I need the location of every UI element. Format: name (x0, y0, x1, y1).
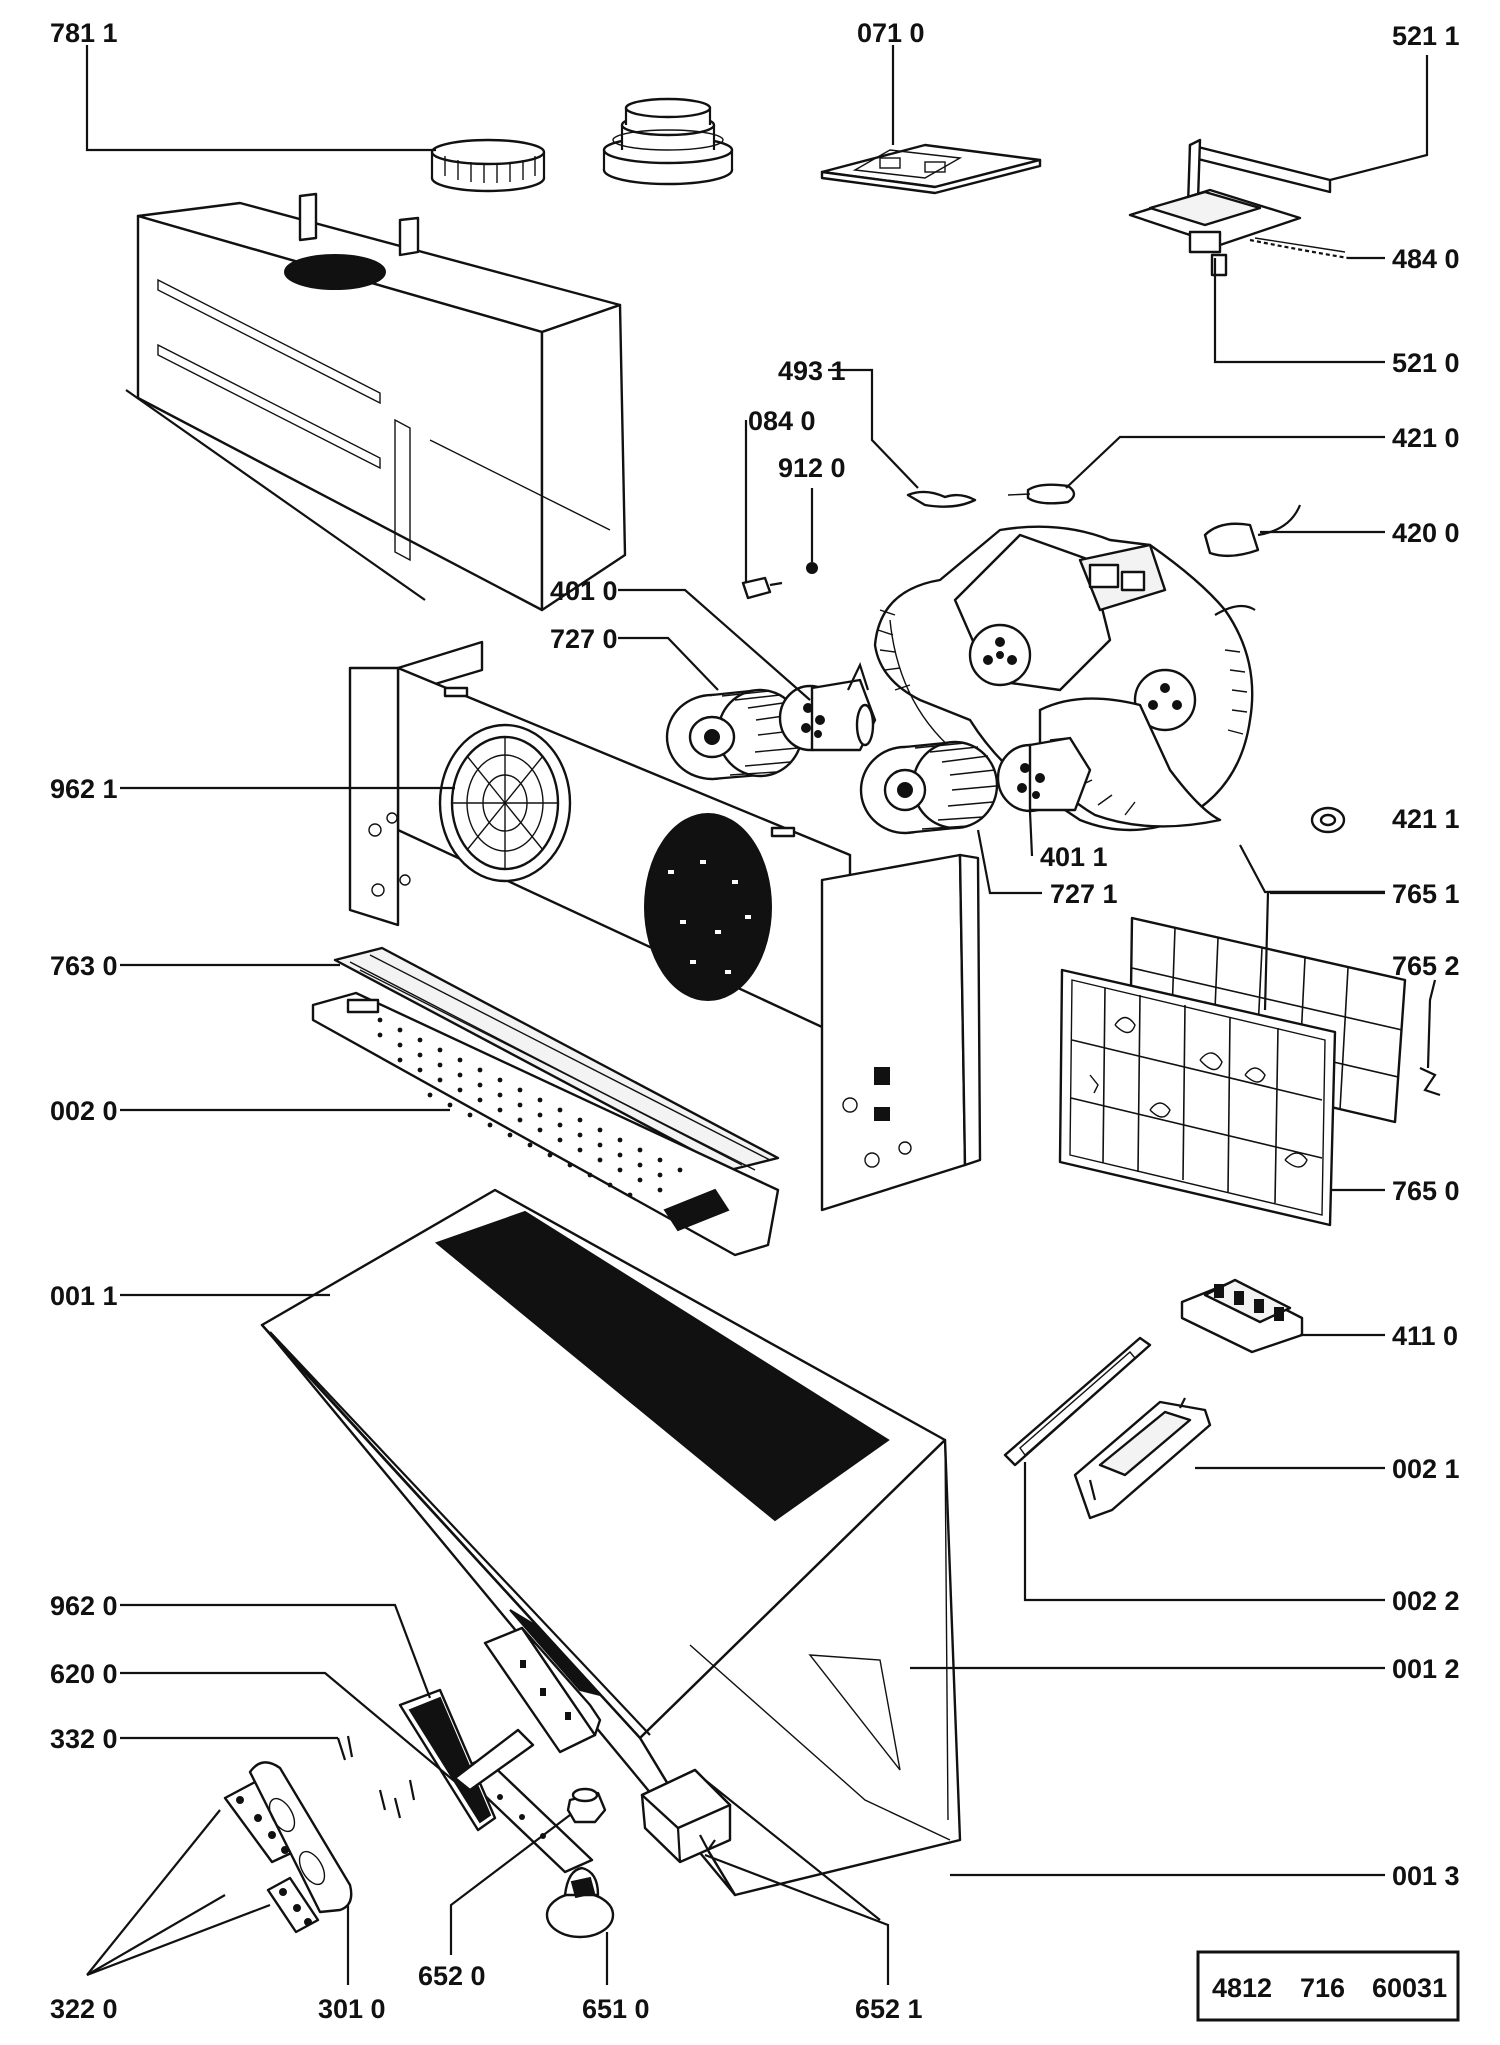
hood-body-part (260, 1188, 962, 1897)
label-521-0: 521 0 (1392, 348, 1460, 378)
label-322-0: 322 0 (50, 1994, 118, 2024)
terminal-block-part (1180, 1278, 1304, 1354)
rails-part (1003, 1336, 1212, 1520)
label-484-0: 484 0 (1392, 244, 1460, 274)
small-electrical-parts (741, 483, 1302, 600)
label-765-2: 765 2 (1392, 951, 1460, 981)
fan-panel-part (348, 640, 982, 1212)
label-421-1: 421 1 (1392, 804, 1460, 834)
label-652-1: 652 1 (855, 1994, 923, 2024)
label-962-0: 962 0 (50, 1591, 118, 1621)
label-071-0: 071 0 (857, 18, 925, 48)
label-727-0: 727 0 (550, 624, 618, 654)
small-ring-part (1310, 806, 1346, 834)
switch-assembly-part (1128, 138, 1349, 277)
label-001-2: 001 2 (1392, 1654, 1460, 1684)
label-411-0: 411 0 (1392, 1321, 1458, 1351)
upper-housing-part (125, 192, 627, 612)
label-421-0: 421 0 (1392, 423, 1460, 453)
label-763-0: 763 0 (50, 951, 118, 981)
label-727-1: 727 1 (1050, 879, 1118, 909)
stepped-collar-part (602, 97, 734, 186)
grease-filter-part (311, 946, 780, 1257)
label-002-2: 002 2 (1392, 1586, 1460, 1616)
knob-and-clips-part (545, 1768, 732, 1939)
document-code-box: 4812 716 60031 (1196, 1950, 1460, 2022)
collar-ring-part (430, 138, 546, 193)
label-401-1: 401 1 (1040, 842, 1108, 872)
mounting-brackets-part (223, 1761, 353, 1934)
doc-code-part-2: 716 (1300, 1973, 1345, 2003)
doc-code-part-1: 4812 (1212, 1973, 1272, 2003)
label-420-0: 420 0 (1392, 518, 1460, 548)
label-652-0: 652 0 (418, 1961, 486, 1991)
label-401-0: 401 0 (550, 576, 618, 606)
fan-wheel-and-motor-left (665, 662, 877, 781)
label-651-0: 651 0 (582, 1994, 650, 2024)
label-084-0: 084 0 (748, 406, 816, 436)
label-002-0: 002 0 (50, 1096, 118, 1126)
label-001-1: 001 1 (50, 1281, 118, 1311)
label-781-1: 781 1 (50, 18, 118, 48)
label-765-1: 765 1 (1392, 879, 1460, 909)
label-002-1: 002 1 (1392, 1454, 1460, 1484)
label-620-0: 620 0 (50, 1659, 118, 1689)
doc-code-part-3: 60031 (1372, 1973, 1447, 2003)
label-765-0: 765 0 (1392, 1176, 1460, 1206)
filter-panels-part (1058, 916, 1441, 1227)
label-912-0: 912 0 (778, 453, 846, 483)
label-332-0: 332 0 (50, 1724, 118, 1754)
part-labels: 781 1 071 0 521 1 484 0 521 0 493 1 084 … (50, 18, 1460, 2024)
leader-lines (85, 45, 1437, 1985)
control-panel-part (336, 1626, 602, 1874)
label-962-1: 962 1 (50, 774, 118, 804)
fan-wheel-and-motor-right (859, 736, 1092, 835)
label-521-1: 521 1 (1392, 21, 1460, 51)
label-301-0: 301 0 (318, 1994, 386, 2024)
top-plate-part (820, 143, 1042, 195)
label-001-3: 001 3 (1392, 1861, 1460, 1891)
label-493-1: 493 1 (778, 356, 846, 386)
